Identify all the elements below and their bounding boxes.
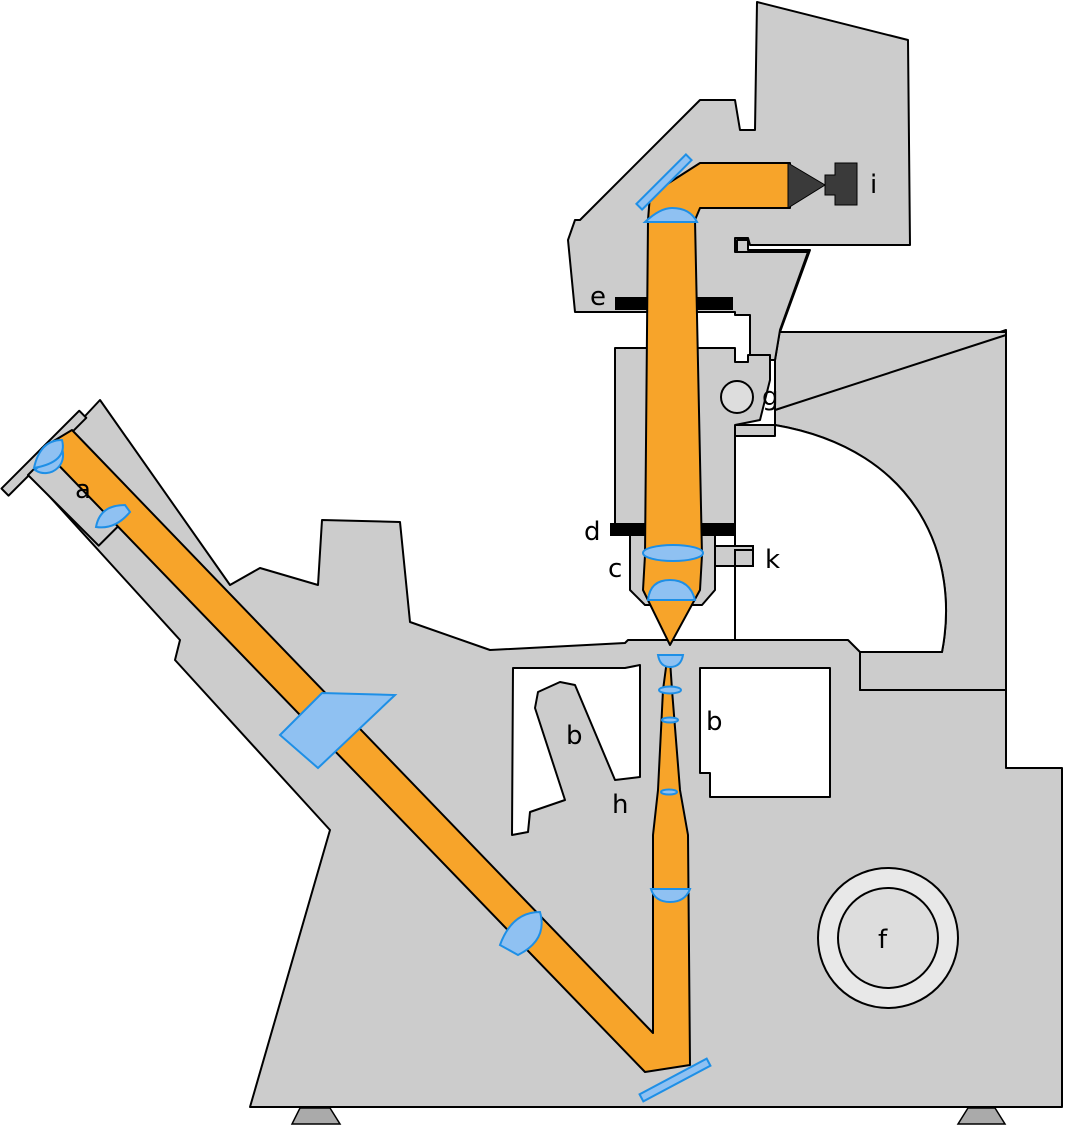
camera-body bbox=[824, 162, 858, 206]
label-c: c bbox=[608, 554, 622, 584]
lens-icon bbox=[661, 716, 679, 724]
lens-icon bbox=[658, 685, 682, 695]
label-a: a bbox=[75, 475, 91, 505]
focus-knob-inner bbox=[837, 887, 939, 989]
filter-band-d-right bbox=[700, 523, 736, 536]
label-g: g bbox=[762, 382, 779, 412]
label-f: f bbox=[878, 925, 888, 955]
camera-icon bbox=[787, 162, 858, 209]
mirrors bbox=[635, 153, 712, 1103]
lens-icon bbox=[646, 578, 697, 601]
lenses bbox=[32, 206, 704, 957]
label-d: d bbox=[584, 517, 601, 547]
lens-icon bbox=[656, 654, 685, 669]
filter-band-e-right bbox=[695, 297, 733, 310]
arm-opening bbox=[734, 424, 948, 653]
label-b-right: b bbox=[706, 707, 723, 737]
foot-right bbox=[956, 1107, 1007, 1125]
camera-adapter bbox=[787, 162, 826, 209]
correction-collar-k-stem bbox=[734, 549, 754, 567]
filter-band-d-left bbox=[610, 523, 652, 536]
stand-openings bbox=[511, 424, 948, 836]
filter-band-e-left bbox=[615, 297, 653, 310]
focus-knob-icon bbox=[817, 867, 959, 1009]
label-i: i bbox=[870, 170, 877, 200]
coarse-knob-g bbox=[720, 380, 754, 414]
lens-icon bbox=[642, 206, 699, 223]
right-stage-opening bbox=[699, 667, 831, 798]
labels: a b b c d e f g h i k bbox=[75, 170, 888, 955]
left-stage-opening bbox=[511, 664, 641, 836]
prism-icon bbox=[278, 691, 398, 770]
foot-left bbox=[290, 1107, 342, 1125]
lens-icon bbox=[642, 544, 704, 562]
mirror-icon bbox=[638, 1057, 712, 1103]
label-h: h bbox=[612, 790, 628, 820]
light-path bbox=[41, 162, 791, 1073]
stand-feet bbox=[290, 1107, 1007, 1125]
label-k: k bbox=[765, 545, 780, 575]
lens-icon bbox=[660, 788, 678, 796]
lens-icon bbox=[32, 438, 64, 470]
objective-beam bbox=[642, 219, 703, 646]
lens-icon bbox=[94, 503, 132, 529]
mirror-icon bbox=[635, 153, 693, 211]
label-b-left: b bbox=[566, 721, 583, 751]
lens-icon bbox=[649, 888, 692, 904]
label-e: e bbox=[590, 282, 606, 312]
lens-icon bbox=[498, 910, 543, 957]
